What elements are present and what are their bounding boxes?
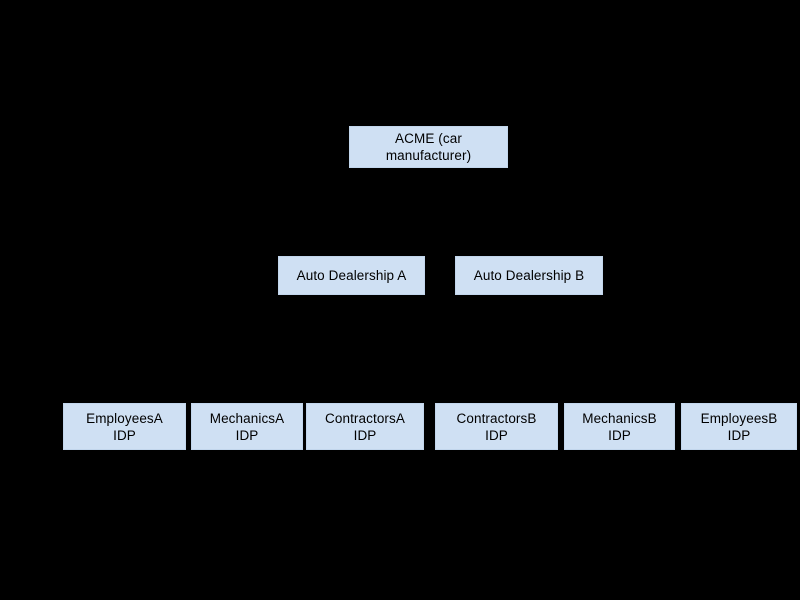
connector-dealer-a-to-contractors-a xyxy=(365,337,366,403)
connector-dealer-b-crossbar xyxy=(496,337,739,338)
node-contractors-a[interactable]: ContractorsA IDP xyxy=(306,403,424,450)
node-mechanics-a[interactable]: MechanicsA IDP xyxy=(191,403,303,450)
node-dealer-b-label: Auto Dealership B xyxy=(473,268,585,283)
connector-acme-trunk xyxy=(428,168,429,212)
node-employees-a-label: EmployeesA IDP xyxy=(86,410,163,443)
node-dealer-b[interactable]: Auto Dealership B xyxy=(455,256,603,295)
node-contractors-a-label: ContractorsA IDP xyxy=(325,410,405,443)
connector-acme-crossbar xyxy=(351,212,529,213)
connector-dealer-a-crossbar xyxy=(124,337,365,338)
node-mechanics-a-label: MechanicsA IDP xyxy=(209,410,285,443)
connector-dealer-b-to-mechanics-b xyxy=(619,337,620,403)
connector-dealer-a-to-employees-a xyxy=(124,337,125,403)
node-acme[interactable]: ACME (car manufacturer) xyxy=(349,126,508,168)
node-acme-label: ACME (car manufacturer) xyxy=(385,131,472,163)
node-dealer-a[interactable]: Auto Dealership A xyxy=(278,256,425,295)
connector-dealer-b-trunk xyxy=(528,295,529,337)
node-mechanics-b[interactable]: MechanicsB IDP xyxy=(564,403,675,450)
node-employees-b[interactable]: EmployeesB IDP xyxy=(681,403,797,450)
node-dealer-a-label: Auto Dealership A xyxy=(296,268,407,283)
connector-acme-to-dealer-b xyxy=(528,212,529,256)
connector-dealer-a-to-mechanics-a xyxy=(247,337,248,403)
node-contractors-b-label: ContractorsB IDP xyxy=(456,410,537,443)
node-contractors-b[interactable]: ContractorsB IDP xyxy=(435,403,558,450)
connector-acme-to-dealer-a xyxy=(351,212,352,256)
connector-dealer-b-to-employees-b xyxy=(739,337,740,403)
node-employees-a[interactable]: EmployeesA IDP xyxy=(63,403,186,450)
connector-dealer-b-to-contractors-b xyxy=(496,337,497,403)
node-mechanics-b-label: MechanicsB IDP xyxy=(582,410,657,443)
node-employees-b-label: EmployeesB IDP xyxy=(700,410,778,443)
connector-dealer-a-trunk xyxy=(351,295,352,337)
